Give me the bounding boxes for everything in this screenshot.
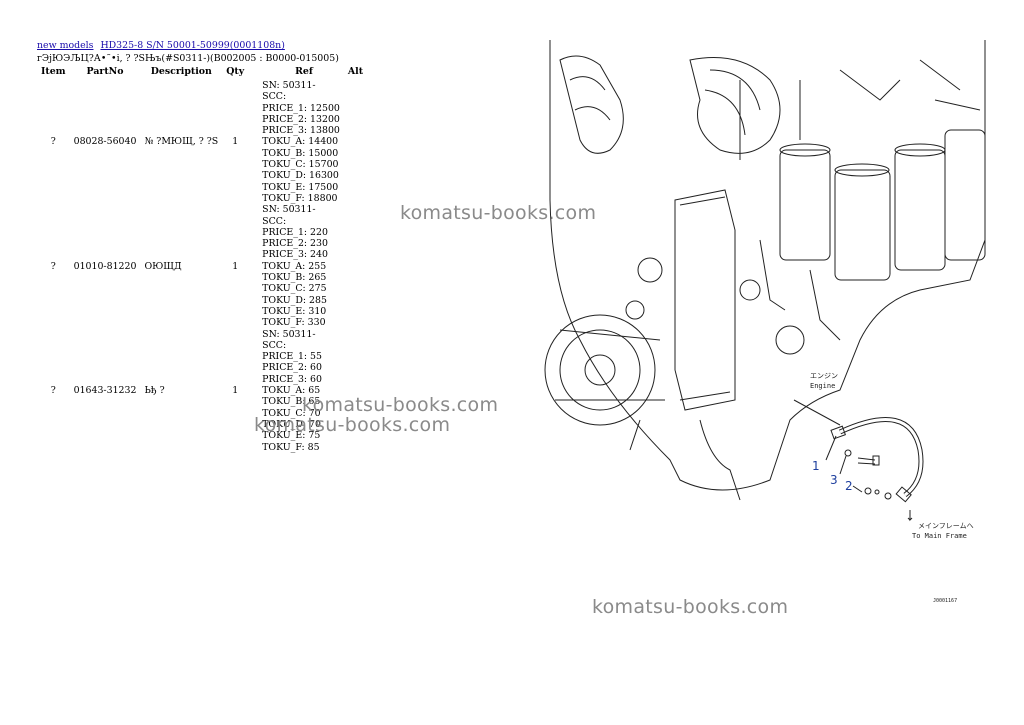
breadcrumb-link-new-models[interactable]: new models [37,40,94,51]
column-header-alt: Alt [347,66,364,77]
table-header-row: Item PartNo Description Qty Ref Alt [37,66,367,80]
cell-qty: 1 [232,385,239,397]
parts-table: Item PartNo Description Qty Ref Alt ? 080… [37,66,367,453]
ref-line: PRICE_3: 13800 [262,125,340,137]
engine-label-en: Engine [810,382,835,390]
cell-alt [344,80,367,204]
ref-line: PRICE_3: 240 [262,249,328,261]
cell-item: ? [50,136,56,148]
watermark: komatsu-books.com [254,414,451,436]
ref-line: TOKU_C: 275 [262,283,327,295]
ref-line: TOKU_A: 65 [262,385,321,397]
cell-partno: 01010-81220 [73,260,137,272]
column-header-item: Item [41,66,66,77]
ref-line: PRICE_2: 230 [262,238,328,250]
callout-2: 2 [845,479,853,493]
ref-line: TOKU_F: 18800 [262,192,338,204]
ref-line: SN: 50311- [262,328,316,340]
column-header-ref: Ref [295,66,313,77]
page-subtitle: гЭјЮЭЉЦ?А•˜•і, ? ?SЊъ(#S0311-)(B002005 :… [37,53,339,64]
cell-description: Ьђ ? [144,385,165,397]
table-row: ? 01643-31232 Ьђ ? 1 SN: 50311-SCC:PRICE_1: … [37,329,367,453]
ref-line: TOKU_B: 265 [262,272,327,284]
ref-line: SCC: [262,215,287,227]
cell-alt [344,204,367,328]
ref-line: PRICE_2: 13200 [262,113,340,125]
table-row: ? 01010-81220 ОЮЩД 1 SN: 50311-SCC:PRICE_1: … [37,204,367,328]
ref-line: TOKU_C: 70 [262,407,321,419]
callout-1: 1 [812,459,820,473]
engine-parts-diagram: 1 3 2 エンジン Engine メインフレームへ To Main Frame… [544,40,986,604]
ref-line: PRICE_1: 220 [262,226,328,238]
cell-item: ? [50,385,56,397]
ref-line: TOKU_C: 15700 [262,159,339,171]
ref-line: TOKU_F: 85 [262,441,320,453]
cell-qty: 1 [232,260,239,272]
ref-line: PRICE_1: 12500 [262,102,340,114]
watermark: komatsu-books.com [592,596,789,618]
ref-line: TOKU_F: 330 [262,317,326,329]
figure-code: J0001167 [933,598,957,604]
engine-label-jp: エンジン [810,372,838,380]
ref-line: PRICE_3: 60 [262,373,322,385]
ref-line: SCC: [262,91,287,103]
ref-line: TOKU_E: 17500 [262,181,339,193]
column-header-partno: PartNo [86,66,124,77]
cell-partno: 01643-31232 [73,385,137,397]
column-header-description: Description [150,66,212,77]
cell-description: № ?МЮЩ, ? ?S [144,136,219,148]
to-frame-label-jp: メインフレームへ [918,522,974,530]
cell-item: ? [50,260,56,272]
ref-line: SCC: [262,339,287,351]
ref-line: PRICE_1: 55 [262,351,322,363]
ref-line: TOKU_E: 75 [262,430,321,442]
cell-partno: 08028-56040 [73,136,137,148]
watermark: komatsu-books.com [302,394,499,416]
cell-qty: 1 [232,136,239,148]
ref-line: SN: 50311- [262,204,316,216]
ref-line: TOKU_E: 310 [262,305,327,317]
ref-line: SN: 50311- [262,80,316,91]
breadcrumb: new models HD325-8 S/N 50001-50999(00011… [37,40,289,51]
ref-line: TOKU_B: 15000 [262,147,339,159]
breadcrumb-link-model[interactable]: HD325-8 S/N 50001-50999(0001108n) [100,40,285,51]
ref-line: TOKU_A: 14400 [262,136,339,148]
watermark: komatsu-books.com [400,202,597,224]
ref-line: TOKU_B: 65 [262,396,321,408]
callout-3: 3 [830,473,838,487]
ref-line: TOKU_D: 285 [262,294,327,306]
to-frame-label-en: To Main Frame [912,532,967,540]
cell-description: ОЮЩД [144,260,182,272]
ref-line: PRICE_2: 60 [262,362,322,374]
column-header-qty: Qty [226,66,245,77]
ref-line: TOKU_D: 16300 [262,170,339,182]
ref-line: TOKU_A: 255 [262,260,327,272]
ref-line: TOKU_D: 70 [262,418,321,430]
